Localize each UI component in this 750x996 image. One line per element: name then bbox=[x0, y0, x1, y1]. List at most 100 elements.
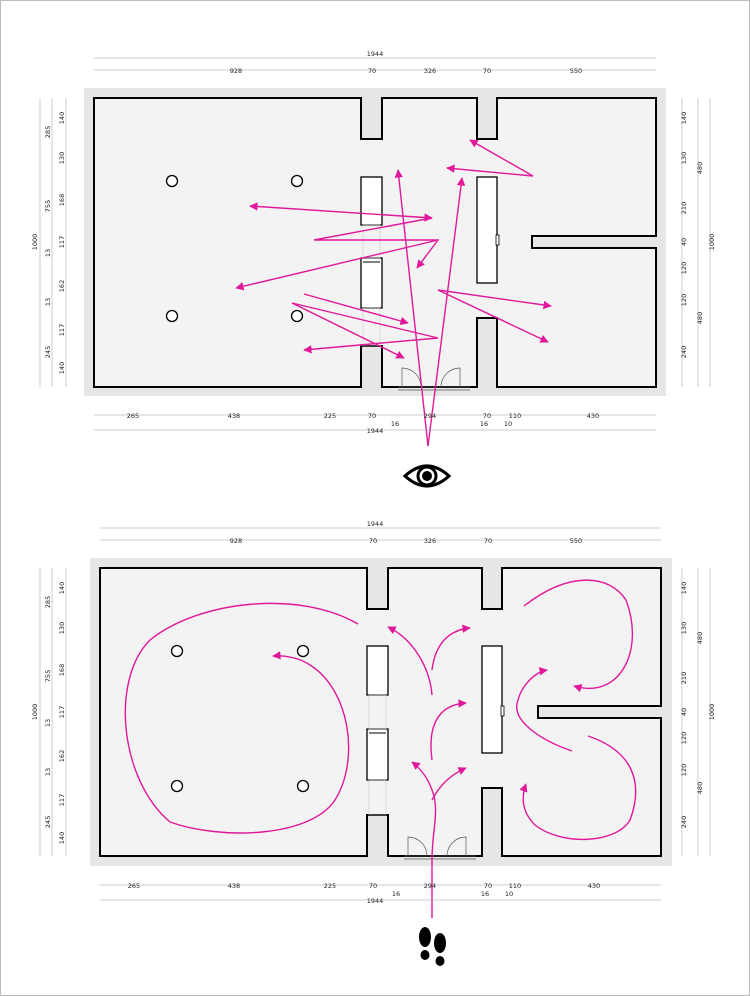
dim-label: 140 bbox=[58, 832, 66, 844]
dim-label: 245 bbox=[44, 816, 52, 828]
dim-label: 550 bbox=[570, 537, 582, 545]
dim-label: 117 bbox=[58, 794, 66, 806]
dim-label: 210 bbox=[680, 672, 688, 684]
dim-label: 162 bbox=[58, 750, 66, 762]
pillar bbox=[360, 176, 383, 226]
dim-label: 13 bbox=[44, 719, 52, 727]
dim-label: 438 bbox=[228, 412, 240, 420]
dim-label: 13 bbox=[44, 298, 52, 306]
dim-label: 755 bbox=[44, 670, 52, 682]
dim-label: 1000 bbox=[31, 234, 39, 251]
dim-label: 70 bbox=[368, 67, 376, 75]
column bbox=[170, 779, 184, 793]
dim-label: 225 bbox=[324, 882, 336, 890]
dim-label: 16 bbox=[481, 890, 489, 898]
dim-label: 168 bbox=[58, 194, 66, 206]
dim-label: 245 bbox=[44, 346, 52, 358]
dim-label: 70 bbox=[483, 412, 491, 420]
dim-label: 240 bbox=[680, 346, 688, 358]
dim-label: 117 bbox=[58, 706, 66, 718]
dim-label: 120 bbox=[680, 732, 688, 744]
column bbox=[296, 779, 310, 793]
dim-label: 480 bbox=[696, 632, 704, 644]
dim-label: 117 bbox=[58, 324, 66, 336]
dim-label: 130 bbox=[58, 622, 66, 634]
glass-panel bbox=[362, 307, 381, 347]
dim-label: 117 bbox=[58, 236, 66, 248]
dim-label: 326 bbox=[424, 537, 436, 545]
dim-label: 13 bbox=[44, 768, 52, 776]
glass-panel bbox=[368, 694, 387, 730]
dim-label: 225 bbox=[324, 412, 336, 420]
dim-label: 480 bbox=[696, 312, 704, 324]
dim-label: 10 bbox=[505, 890, 513, 898]
column bbox=[290, 309, 304, 323]
pillar bbox=[481, 645, 503, 754]
dim-label: 130 bbox=[58, 152, 66, 164]
column bbox=[165, 174, 179, 188]
dim-label: 140 bbox=[680, 582, 688, 594]
gaze-arrows bbox=[235, 139, 552, 447]
dim-label: 110 bbox=[509, 412, 521, 420]
dimensions-bottom-plan: 1944 928 70 326 70 550 265 438 225 70 29… bbox=[31, 520, 716, 905]
dim-label: 40 bbox=[680, 238, 688, 246]
dim-label: 70 bbox=[369, 882, 377, 890]
dim-label: 16 bbox=[392, 890, 400, 898]
dim-label: 130 bbox=[680, 152, 688, 164]
dim-label: 928 bbox=[230, 537, 242, 545]
dim-label: 285 bbox=[44, 126, 52, 138]
dim-label: 120 bbox=[680, 262, 688, 274]
dim-label: 70 bbox=[368, 412, 376, 420]
dim-label: 168 bbox=[58, 664, 66, 676]
dim-label: 13 bbox=[44, 249, 52, 257]
dim-label: 40 bbox=[680, 708, 688, 716]
dim-label: 110 bbox=[509, 882, 521, 890]
dim-label: 1000 bbox=[708, 234, 716, 251]
dim-label: 16 bbox=[480, 420, 488, 428]
dim-total: 1944 bbox=[367, 50, 384, 58]
plan-top bbox=[84, 88, 666, 488]
dim-label: 70 bbox=[484, 537, 492, 545]
dim-label: 140 bbox=[58, 362, 66, 374]
dim-label: 70 bbox=[484, 882, 492, 890]
dim-label: 210 bbox=[680, 202, 688, 214]
column bbox=[165, 309, 179, 323]
wall-notch bbox=[495, 234, 500, 246]
dim-label: 294 bbox=[424, 882, 436, 890]
dim-label: 1000 bbox=[708, 704, 716, 721]
plan-bottom bbox=[90, 558, 672, 966]
glass-panel bbox=[362, 224, 381, 259]
dim-label: 430 bbox=[588, 882, 600, 890]
eye-icon bbox=[402, 464, 452, 488]
dim-label: 140 bbox=[58, 112, 66, 124]
dim-label: 70 bbox=[483, 67, 491, 75]
dimensions-top-plan: 1944 928 70 326 70 550 265 438 225 70 29… bbox=[31, 50, 716, 435]
dim-label: 162 bbox=[58, 280, 66, 292]
column bbox=[170, 644, 184, 658]
walking-paths bbox=[124, 579, 637, 918]
dim-label: 1000 bbox=[31, 704, 39, 721]
dim-label: 240 bbox=[680, 816, 688, 828]
dim-label: 140 bbox=[58, 582, 66, 594]
pillar bbox=[360, 257, 383, 309]
dim-total: 1944 bbox=[367, 520, 384, 528]
dim-label: 438 bbox=[228, 882, 240, 890]
column bbox=[296, 644, 310, 658]
dim-label: 265 bbox=[128, 882, 140, 890]
entrance-door bbox=[404, 836, 476, 860]
column bbox=[290, 174, 304, 188]
room-left bbox=[93, 97, 657, 388]
dim-label: 10 bbox=[504, 420, 512, 428]
footsteps-icon bbox=[419, 927, 446, 966]
dim-label: 430 bbox=[587, 412, 599, 420]
glass-panel bbox=[368, 779, 387, 816]
pillar bbox=[476, 176, 498, 284]
dim-label: 265 bbox=[127, 412, 139, 420]
dim-label: 130 bbox=[680, 622, 688, 634]
wall-notch bbox=[500, 705, 505, 717]
dim-label: 120 bbox=[680, 764, 688, 776]
dim-label: 326 bbox=[424, 67, 436, 75]
dim-label: 70 bbox=[369, 537, 377, 545]
pillar bbox=[366, 645, 389, 696]
